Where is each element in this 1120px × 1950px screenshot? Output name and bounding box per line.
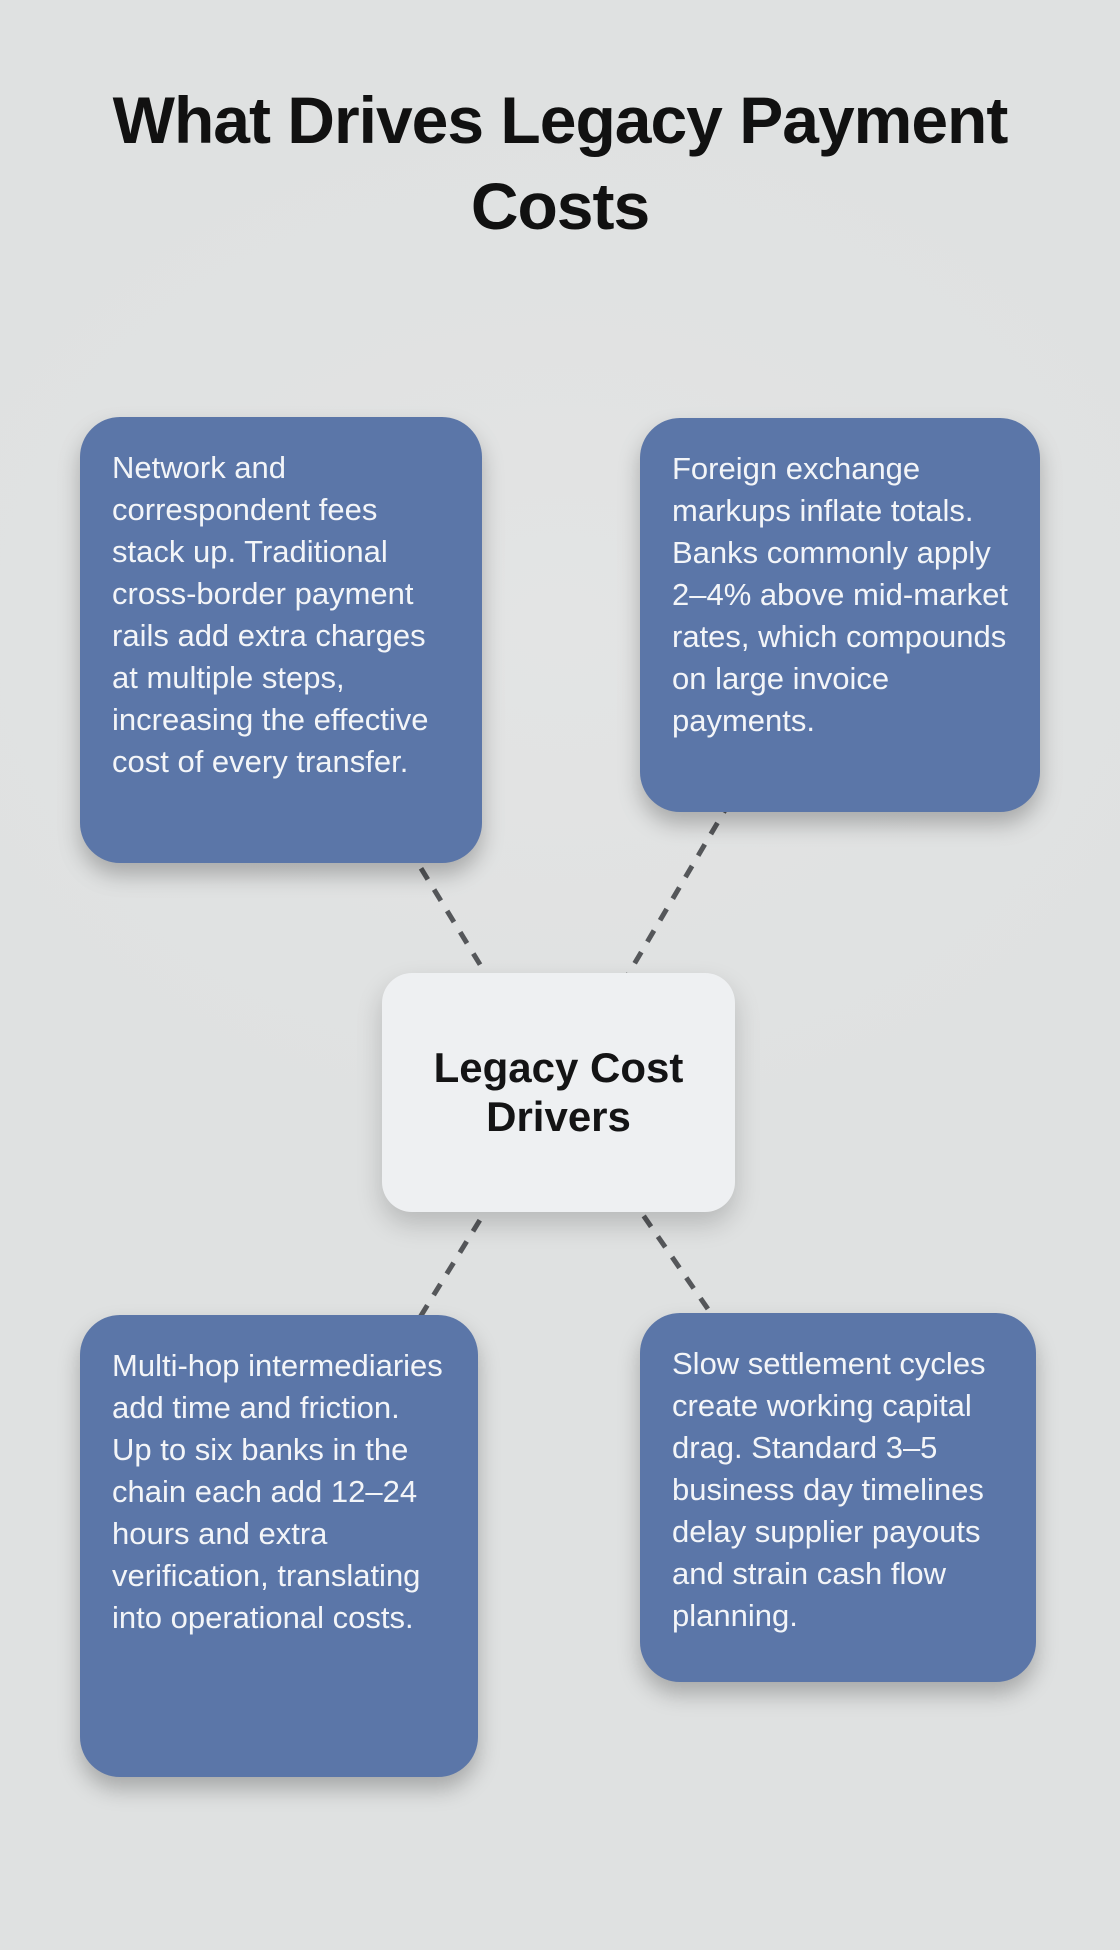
node-network-fees-text: Network and correspondent fees stack up.… xyxy=(112,450,429,779)
node-fx-markups: Foreign exchange markups inflate totals.… xyxy=(640,418,1040,812)
node-slow-settlement: Slow settlement cycles create working ca… xyxy=(640,1313,1036,1682)
node-slow-settlement-text: Slow settlement cycles create working ca… xyxy=(672,1346,986,1633)
node-multi-hop: Multi-hop intermediaries add time and fr… xyxy=(80,1315,478,1777)
node-multi-hop-text: Multi-hop intermediaries add time and fr… xyxy=(112,1348,443,1635)
node-network-fees: Network and correspondent fees stack up.… xyxy=(80,417,482,863)
page-title: What Drives Legacy Payment Costs xyxy=(112,83,1009,243)
center-hub-label: Legacy Cost Drivers xyxy=(433,1044,684,1140)
center-hub: Legacy Cost Drivers xyxy=(382,973,735,1212)
node-fx-markups-text: Foreign exchange markups inflate totals.… xyxy=(672,451,1008,738)
